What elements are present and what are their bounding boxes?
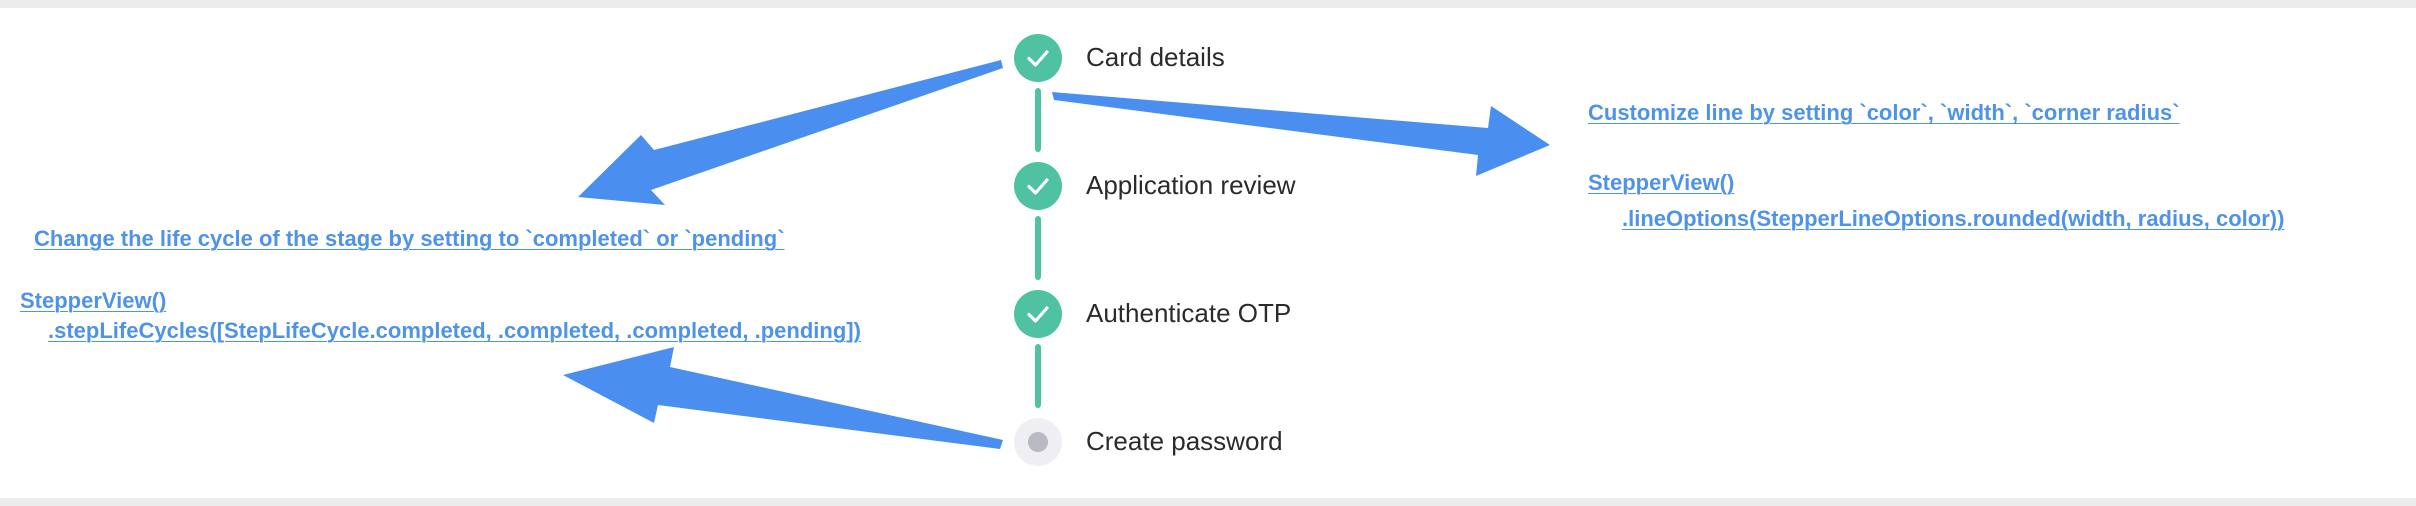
checkmark-icon (1027, 50, 1049, 67)
step-card-details (1014, 34, 1062, 82)
annotation-left-code-2: .stepLifeCycles([StepLifeCycle.completed… (48, 318, 861, 343)
annotation-left-code-1: StepperView() (20, 288, 167, 313)
step-pending-indicator (1014, 418, 1062, 466)
step-label: Application review (1086, 170, 1296, 200)
arrow-top-left (578, 60, 1003, 205)
arrow-right (1052, 92, 1550, 176)
annotation-right-code-2: .lineOptions(StepperLineOptions.rounded(… (1622, 206, 2285, 231)
pending-dot-icon (1028, 432, 1048, 452)
step-completed-indicator (1014, 290, 1062, 338)
checkmark-icon (1027, 178, 1049, 195)
stepper-connector (1035, 344, 1041, 408)
stepper-connector (1035, 88, 1041, 152)
step-label: Create password (1086, 426, 1283, 456)
diagram-canvas (0, 8, 2416, 498)
step-completed-indicator (1014, 162, 1062, 210)
step-application-review (1014, 162, 1062, 210)
annotation-right-title: Customize line by setting `color`, `widt… (1588, 100, 2180, 125)
step-label: Card details (1086, 42, 1225, 72)
annotation-right-code-1: StepperView() (1588, 170, 1735, 195)
step-create-password (1014, 418, 1062, 466)
arrow-bottom-left (563, 347, 1003, 449)
step-authenticate-otp (1014, 290, 1062, 338)
step-completed-indicator (1014, 34, 1062, 82)
checkmark-icon (1027, 306, 1049, 323)
stepper-connector (1035, 216, 1041, 280)
annotation-left-title: Change the life cycle of the stage by se… (34, 226, 785, 251)
step-label: Authenticate OTP (1086, 298, 1292, 328)
